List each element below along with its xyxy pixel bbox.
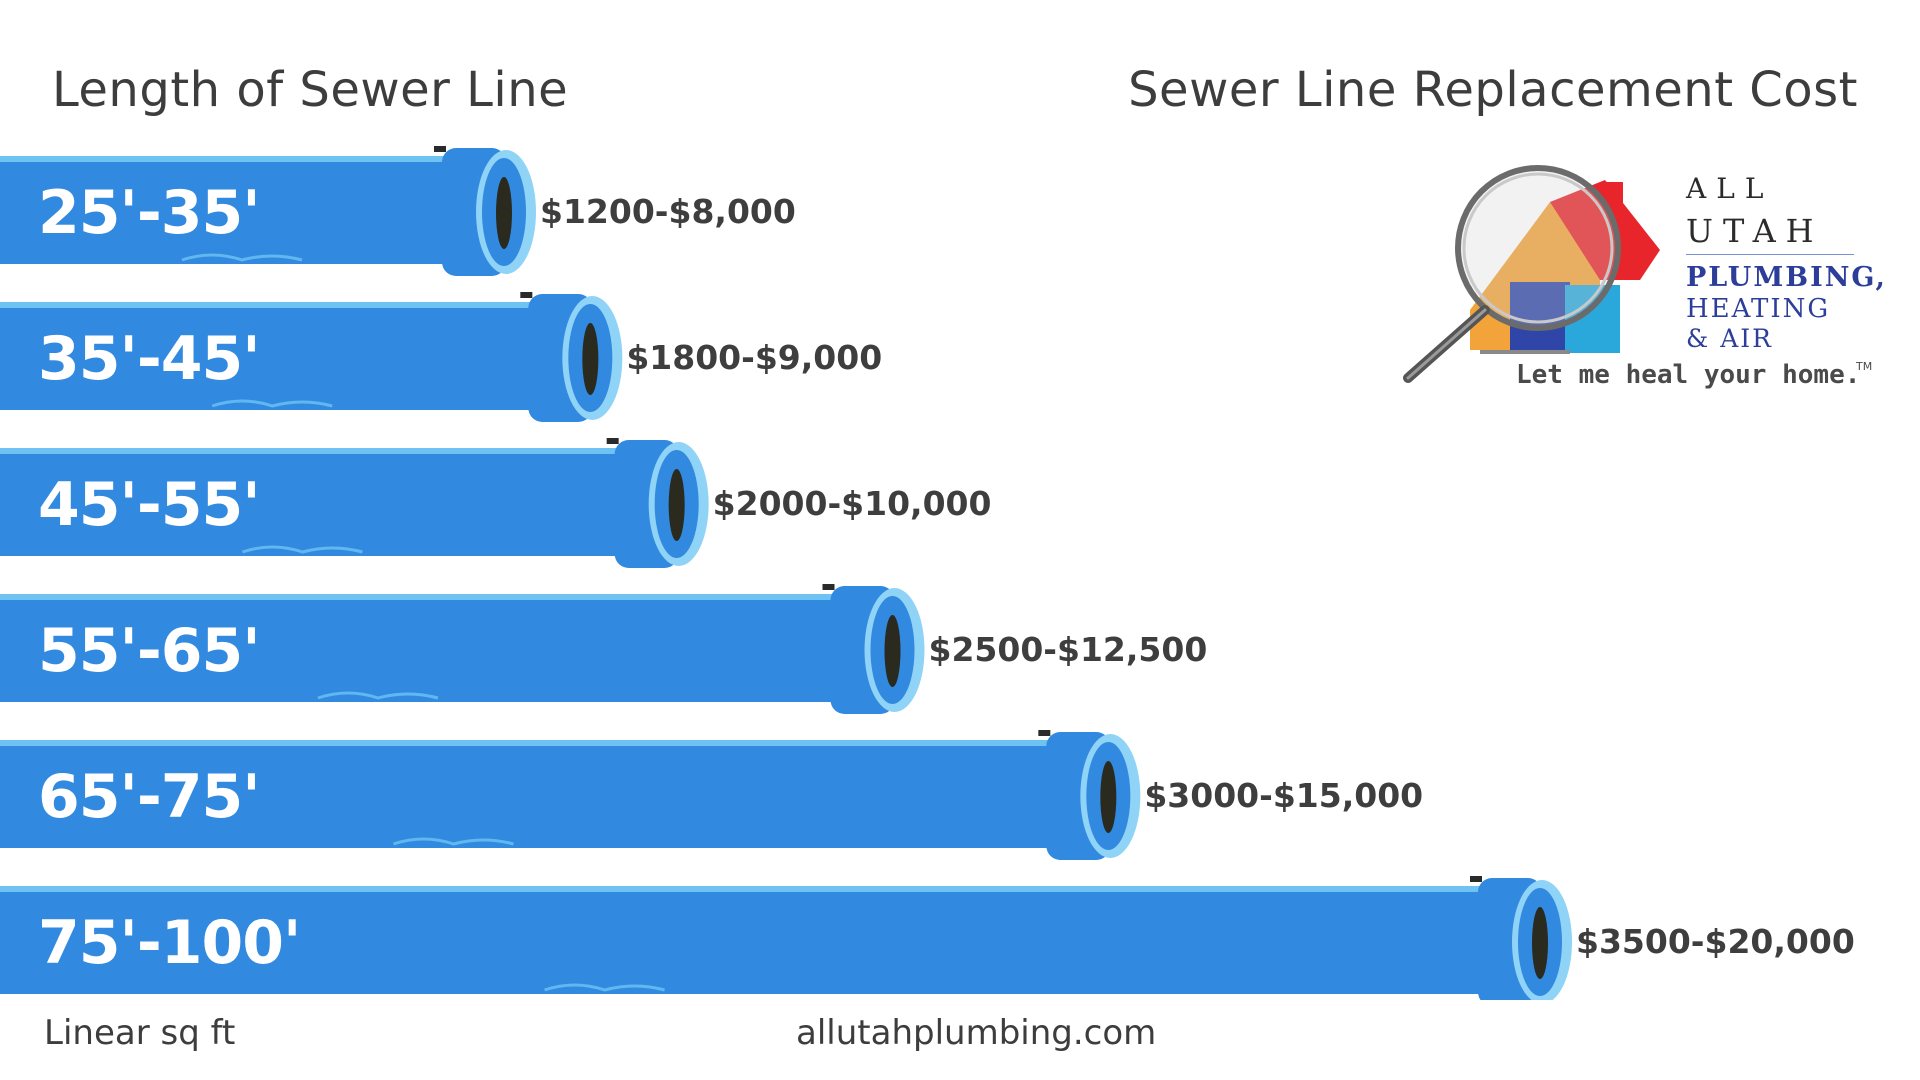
cost-data-label: $2000-$10,000 [713, 484, 992, 523]
range-label: 65'-75' [38, 762, 260, 832]
cost-data-label: $1200-$8,000 [540, 192, 796, 231]
pipe-opening [1532, 907, 1548, 979]
pipe-opening [1100, 761, 1117, 833]
pipe-body [0, 888, 1516, 994]
pipe-opening [582, 323, 599, 395]
logo-divider [1686, 254, 1854, 255]
pipe-seam [1038, 730, 1051, 736]
pipe-bar [0, 730, 1141, 860]
pipe-body [0, 304, 567, 410]
logo-word-utah: UTAH [1686, 212, 1824, 250]
pipe-body [0, 450, 653, 556]
cost-data-label: $2500-$12,500 [929, 630, 1208, 669]
pipe-seam [606, 438, 619, 444]
pipe-top-highlight [0, 448, 653, 454]
website-url: allutahplumbing.com [796, 1013, 1157, 1053]
range-label: 75'-100' [38, 908, 300, 978]
pipe-water-highlight [317, 691, 439, 700]
pipe-bar [0, 438, 709, 568]
pipe-seam [1470, 876, 1482, 882]
pipe-opening [668, 469, 685, 541]
pipe-bar [0, 584, 925, 714]
chart-left-heading: Length of Sewer Line [52, 62, 569, 118]
range-label: 45'-55' [38, 470, 260, 540]
pipe-water-highlight [181, 253, 303, 262]
pipe-water-highlight [544, 983, 665, 992]
pipe-water-highlight [393, 837, 514, 846]
pipe-bar [0, 146, 536, 276]
pipe-body [0, 596, 869, 702]
logo-word-heating: HEATING [1686, 294, 1831, 324]
pipe-bar [0, 292, 623, 422]
logo-tagline: Let me heal your home. [1516, 360, 1861, 390]
unit-note: Linear sq ft [44, 1013, 236, 1053]
pipe-body [0, 742, 1085, 848]
pipe-top-highlight [0, 740, 1085, 746]
cost-data-label: $3500-$20,000 [1576, 922, 1855, 961]
pipe-seam [434, 146, 446, 152]
range-label: 35'-45' [38, 324, 260, 394]
pipe-water-highlight [241, 545, 363, 554]
pipe-water-highlight [211, 399, 333, 408]
cost-data-label: $3000-$15,000 [1144, 776, 1423, 815]
logo-word-plumbing: PLUMBING, [1686, 262, 1887, 293]
pipe-top-highlight [0, 156, 480, 162]
chart-right-heading: Sewer Line Replacement Cost [1128, 62, 1858, 118]
pipe-seam [822, 584, 835, 590]
magnifier-house-icon [1403, 165, 1660, 383]
logo-word-all: ALL [1686, 172, 1774, 205]
logo-trademark: TM [1856, 360, 1873, 373]
pipe-opening [496, 177, 512, 249]
company-logo: ALL UTAH PLUMBING, HEATING & AIR Let me … [1390, 150, 1885, 400]
logo-word-air: & AIR [1686, 324, 1773, 353]
cost-data-label: $1800-$9,000 [626, 338, 882, 377]
range-label: 25'-35' [38, 178, 260, 248]
pipe-bar [0, 876, 1572, 1000]
pipe-top-highlight [0, 594, 869, 600]
pipe-bar-chart: 25'-35' $1200-$8,000 35'-45' $1800-$9,000 45… [0, 146, 1855, 1000]
range-label: 55'-65' [38, 616, 260, 686]
pipe-seam [520, 292, 533, 298]
pipe-opening [884, 615, 901, 687]
pipe-top-highlight [0, 886, 1516, 892]
pipe-top-highlight [0, 302, 567, 308]
pipe-body [0, 158, 480, 264]
